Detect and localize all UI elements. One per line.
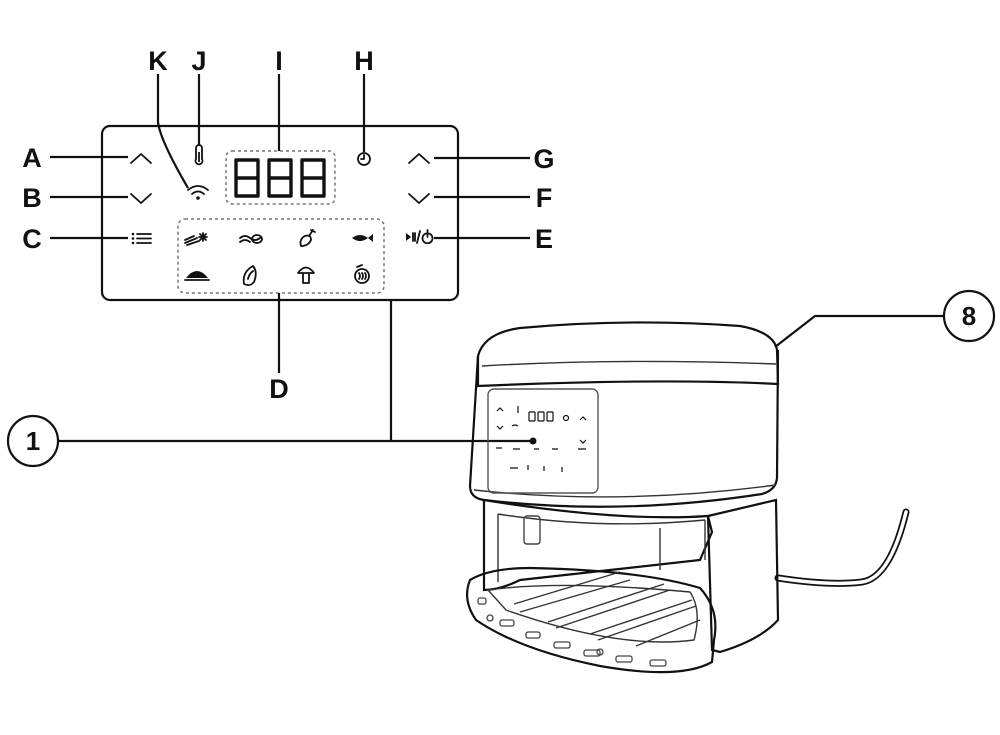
- meat-icon[interactable]: [239, 234, 263, 244]
- basket-grill-slats: [513, 571, 701, 647]
- marker-1-label: 1: [26, 426, 40, 456]
- label-f: F: [536, 183, 553, 213]
- marker-8: 8: [942, 289, 996, 343]
- callout-lines: [50, 74, 946, 445]
- label-i: I: [275, 46, 283, 76]
- vegetable-icon[interactable]: [242, 265, 257, 287]
- tray-vents: [477, 597, 667, 667]
- keep-warm-icon[interactable]: [354, 264, 370, 284]
- fish-icon[interactable]: [352, 234, 373, 242]
- time-down-chevron-icon[interactable]: [408, 193, 430, 204]
- label-g: G: [533, 144, 554, 174]
- preset-area: [177, 218, 385, 294]
- small-panel-icons: [496, 406, 587, 472]
- seven-segment-display: [234, 158, 326, 198]
- display-area: [225, 150, 336, 205]
- label-h: H: [354, 46, 374, 76]
- air-fryer-appliance: [465, 321, 910, 674]
- drumstick-icon[interactable]: [299, 229, 316, 247]
- clock-icon: [357, 152, 371, 166]
- label-j: J: [191, 46, 206, 76]
- marker-8-label: 8: [962, 301, 976, 331]
- label-a: A: [22, 143, 42, 173]
- time-up-chevron-icon[interactable]: [408, 153, 430, 164]
- marker-1: 1: [6, 414, 60, 468]
- label-b: B: [22, 183, 42, 213]
- display-digit: [300, 158, 326, 198]
- pie-icon[interactable]: [184, 271, 210, 281]
- display-digit: [234, 158, 260, 198]
- control-panel-enlarged: [100, 124, 460, 302]
- callout-labels: A B C D E F G H I J K: [22, 46, 554, 404]
- display-digit: [267, 158, 293, 198]
- mushroom-icon[interactable]: [297, 266, 315, 284]
- temp-up-chevron-icon[interactable]: [130, 153, 152, 164]
- label-d: D: [269, 374, 289, 404]
- label-e: E: [535, 224, 553, 254]
- menu-list-icon[interactable]: [131, 232, 152, 245]
- thermometer-icon: [194, 144, 204, 166]
- wifi-icon: [187, 185, 209, 200]
- small-control-panel: [487, 388, 599, 494]
- label-k: K: [148, 46, 168, 76]
- start-pause-power-icon[interactable]: [406, 229, 434, 245]
- frozen-fries-icon[interactable]: [184, 232, 208, 246]
- label-c: C: [22, 224, 42, 254]
- temp-down-chevron-icon[interactable]: [130, 193, 152, 204]
